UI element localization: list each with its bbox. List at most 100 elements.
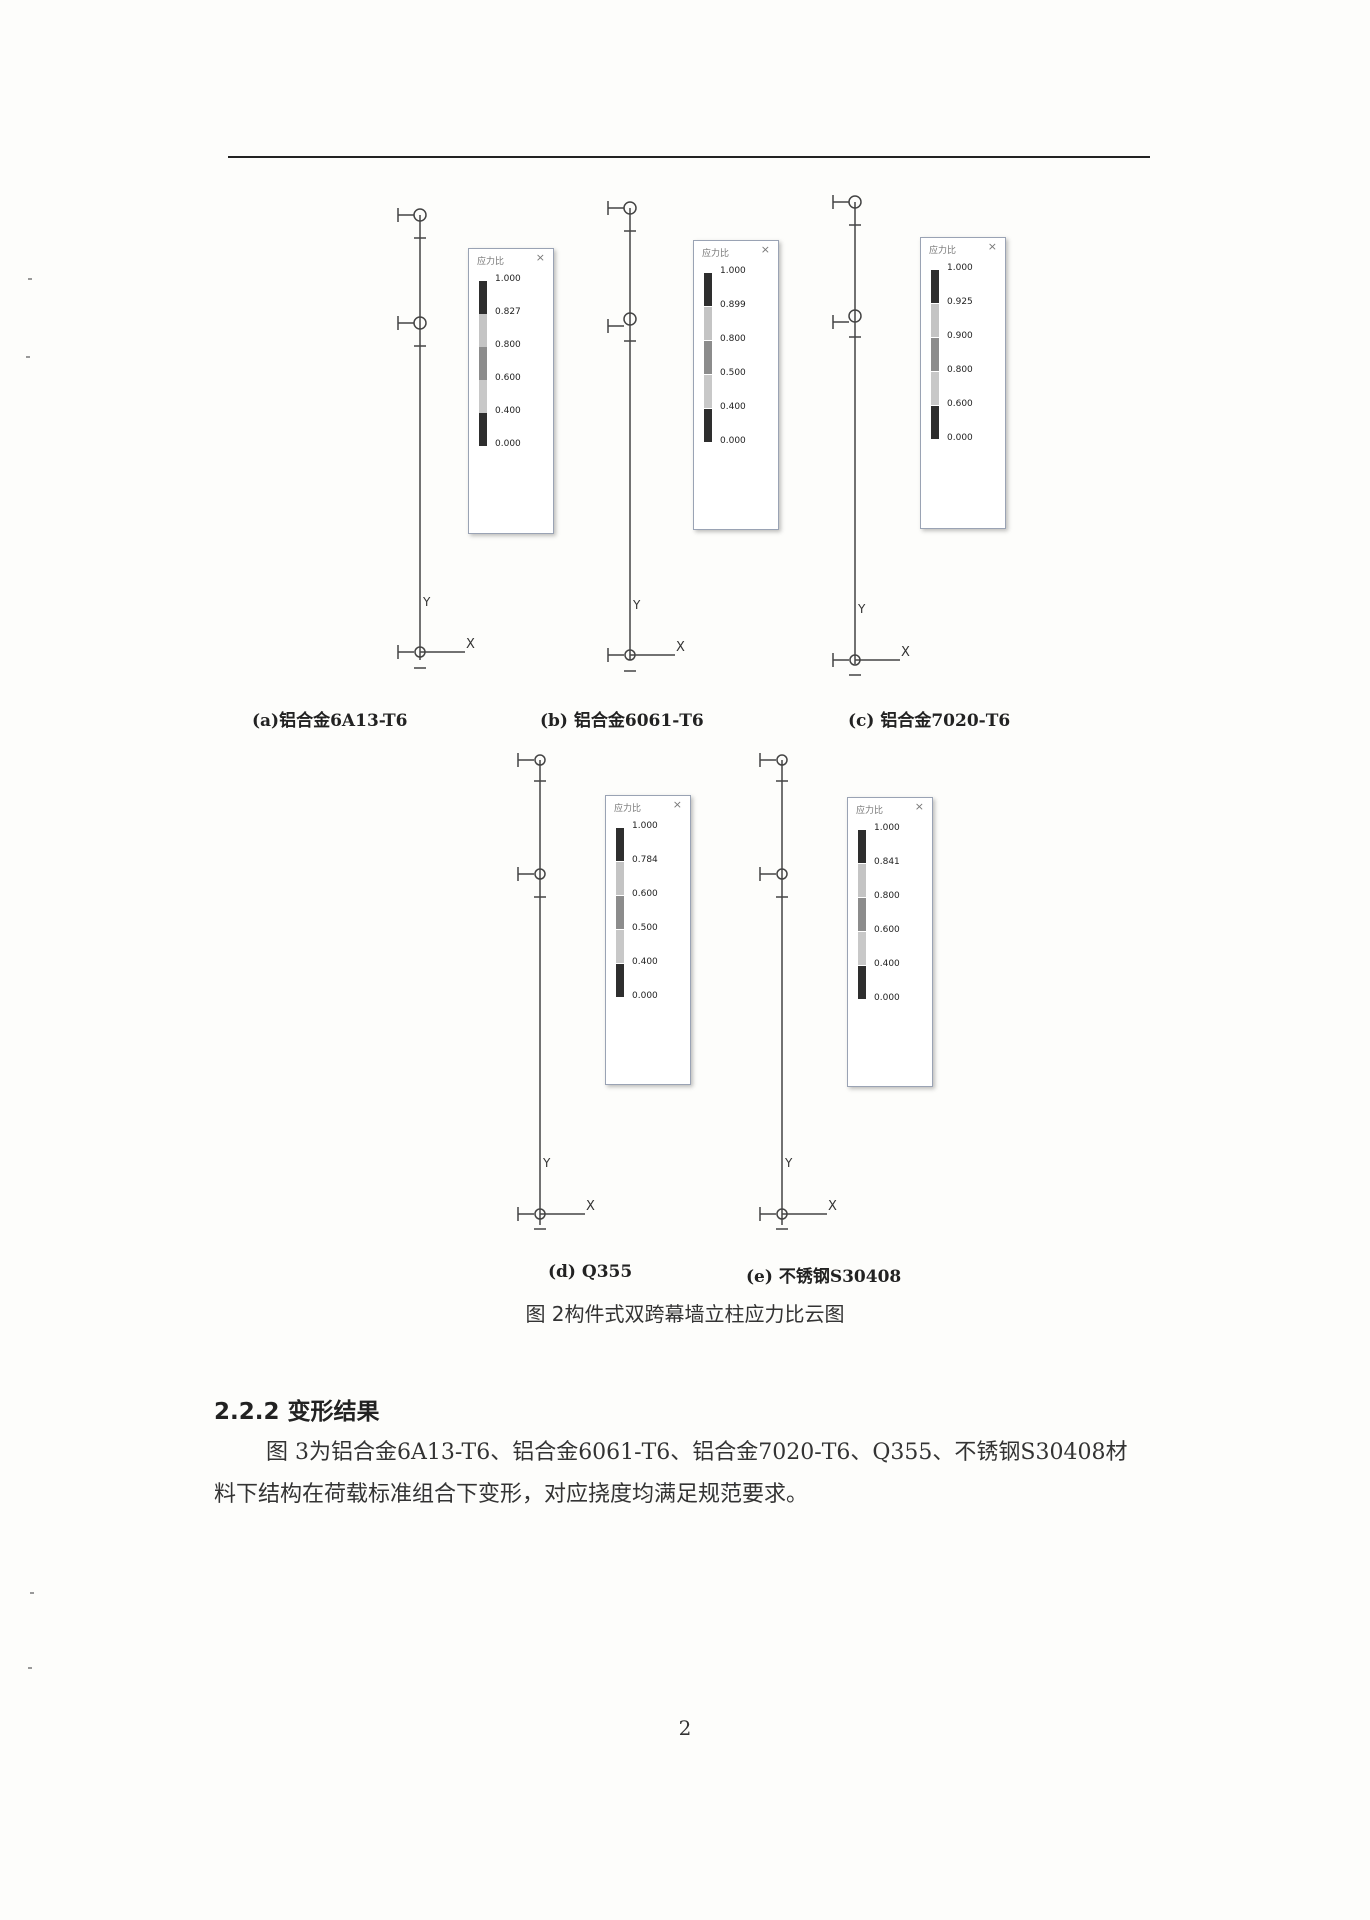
legend-swatch (931, 372, 939, 405)
close-icon[interactable]: × (672, 798, 682, 811)
legend-value: 0.800 (495, 340, 521, 350)
legend-swatch (704, 375, 712, 408)
legend-swatch (704, 341, 712, 374)
paragraph-line: 料下结构在荷载标准组合下变形，对应挠度均满足规范要求。 (214, 1482, 809, 1507)
axis-y-label: Y (857, 602, 866, 616)
legend-swatch (704, 273, 712, 306)
legend-value: 0.600 (947, 399, 973, 409)
legend-value: 1.000 (947, 263, 973, 273)
scan-speck (30, 1592, 34, 1594)
legend-value: 0.000 (947, 433, 973, 443)
legend-value: 0.400 (874, 959, 900, 969)
legend-title: 应力比 (614, 804, 642, 814)
column-diagram: Y X (759, 753, 837, 1230)
legend-title: 应力比 (856, 806, 884, 816)
close-icon[interactable]: × (914, 800, 924, 813)
legend-swatch (931, 406, 939, 439)
legend-swatch (616, 862, 624, 895)
axis-y-label: Y (542, 1156, 551, 1170)
legend-value: 0.841 (874, 857, 900, 867)
legend-value: 0.800 (720, 334, 746, 344)
close-icon[interactable]: × (535, 251, 545, 264)
legend-value: 0.000 (874, 993, 900, 1003)
subfigure-caption-e: (e) 不锈钢S30408 (746, 1267, 902, 1287)
legend-swatch (704, 307, 712, 340)
legend-value: 0.600 (874, 925, 900, 935)
section-heading: 2.2.2 变形结果 (214, 1399, 380, 1425)
legend-swatch (931, 304, 939, 337)
legend-value: 0.800 (947, 365, 973, 375)
axis-x-label: X (901, 645, 910, 660)
close-icon[interactable]: × (987, 240, 997, 253)
scan-speck (28, 1667, 32, 1669)
axis-y-label: Y (784, 1156, 793, 1170)
scan-speck (28, 278, 32, 280)
legend-value: 1.000 (874, 823, 900, 833)
axis-y-label: Y (422, 595, 431, 609)
body-paragraph: 图 3为铝合金6A13-T6、铝合金6061-T6、铝合金7020-T6、Q35… (214, 1432, 1164, 1516)
legend-panel: 应力比 × 1.000 0.827 0.800 0.600 0.400 0.00… (468, 248, 554, 534)
legend-value: 0.899 (720, 300, 746, 310)
column-diagram: Y X (832, 195, 910, 676)
legend-panel: 应力比 × 1.000 0.925 0.900 0.800 0.600 0.00… (920, 237, 1006, 529)
legend-value: 0.600 (632, 889, 658, 899)
axis-y-label: Y (632, 598, 641, 612)
legend-swatch (858, 864, 866, 897)
subfigure-e: Y X 应力比 × 1.000 0.841 0.800 0.600 0.400 … (752, 745, 1052, 1245)
legend-value: 0.500 (632, 923, 658, 933)
legend-value: 0.400 (720, 402, 746, 412)
legend-value: 0.900 (947, 331, 973, 341)
legend-swatch (479, 380, 487, 413)
column-diagram: Y X (517, 753, 595, 1230)
close-icon[interactable]: × (760, 243, 770, 256)
legend-swatch (479, 413, 487, 446)
paragraph-line: 图 3为铝合金6A13-T6、铝合金6061-T6、铝合金7020-T6、Q35… (266, 1440, 1128, 1465)
legend-value: 0.925 (947, 297, 973, 307)
legend-swatch (858, 830, 866, 863)
legend-swatch (616, 964, 624, 997)
legend-panel: 应力比 × 1.000 0.899 0.800 0.500 0.400 0.00… (693, 240, 779, 530)
column-diagram: Y X (607, 201, 685, 672)
legend-value: 0.400 (632, 957, 658, 967)
page-number: 2 (678, 1716, 692, 1740)
legend-panel: 应力比 × 1.000 0.784 0.600 0.500 0.400 0.00… (605, 795, 691, 1085)
legend-swatch (616, 930, 624, 963)
legend-value: 0.800 (874, 891, 900, 901)
axis-x-label: X (828, 1199, 837, 1214)
legend-panel: 应力比 × 1.000 0.841 0.800 0.600 0.400 0.00… (847, 797, 933, 1087)
figure-caption: 图 2构件式双跨幕墙立柱应力比云图 (525, 1302, 845, 1326)
subfigure-d: Y X 应力比 × 1.000 0.784 0.600 0.500 0.400 … (510, 745, 810, 1245)
legend-value: 0.500 (720, 368, 746, 378)
legend-value: 1.000 (495, 274, 521, 284)
legend-value: 1.000 (720, 266, 746, 276)
legend-swatch (858, 932, 866, 965)
legend-swatch (931, 270, 939, 303)
legend-value: 0.600 (495, 373, 521, 383)
scan-speck (26, 356, 30, 358)
legend-swatch (479, 347, 487, 380)
column-diagram: Y X (397, 208, 475, 669)
legend-value: 0.827 (495, 307, 521, 317)
axis-x-label: X (676, 640, 685, 655)
legend-value: 0.000 (720, 436, 746, 446)
subfigure-a: Y X 应力比 × 1.000 0.827 0.800 0.600 0.400 … (390, 200, 690, 700)
legend-value: 0.400 (495, 406, 521, 416)
legend-value: 0.000 (495, 439, 521, 449)
subfigure-b: Y X 应力比 × 1.000 0.899 0.800 0.500 0.400 … (600, 193, 900, 693)
legend-title: 应力比 (702, 249, 730, 259)
header-rule (228, 156, 1150, 158)
legend-title: 应力比 (929, 246, 957, 256)
subfigure-c: Y X 应力比 × 1.000 0.925 0.900 0.800 0.600 … (825, 187, 1125, 687)
legend-title: 应力比 (477, 257, 505, 267)
legend-value: 0.784 (632, 855, 658, 865)
legend-swatch (931, 338, 939, 371)
legend-swatch (858, 966, 866, 999)
subfigure-caption-d: (d) Q355 (548, 1262, 633, 1282)
subfigure-caption-c: (c) 铝合金7020-T6 (848, 711, 1011, 731)
axis-x-label: X (586, 1199, 595, 1214)
legend-swatch (704, 409, 712, 442)
legend-value: 0.000 (632, 991, 658, 1001)
legend-swatch (858, 898, 866, 931)
legend-swatch (479, 281, 487, 314)
legend-swatch (479, 314, 487, 347)
